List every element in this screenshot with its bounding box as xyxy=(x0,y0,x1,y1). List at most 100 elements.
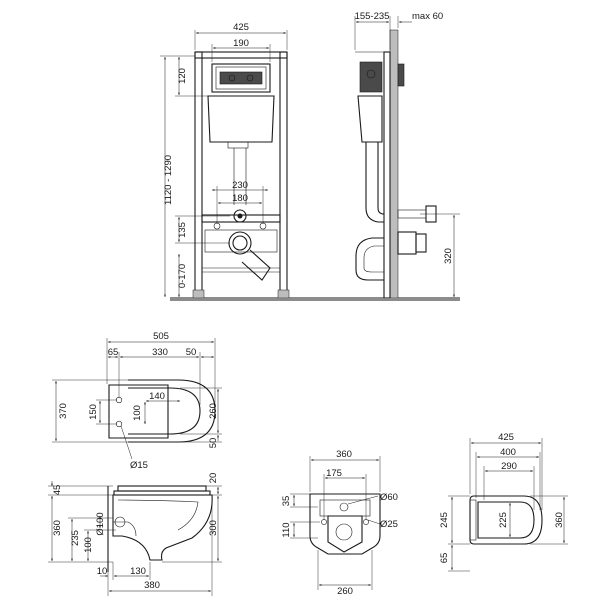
label-top-height: 120 xyxy=(177,68,188,84)
downpipe-side-a xyxy=(365,142,384,223)
label-frame-width: 425 xyxy=(233,22,249,33)
drain-opening xyxy=(114,516,126,528)
label-top-45: 45 xyxy=(52,485,63,496)
label-bolt-height: 35 xyxy=(281,496,292,507)
fixing-hole-bottom xyxy=(115,420,123,428)
drain-bracket xyxy=(204,229,278,253)
seat-hinge xyxy=(469,499,477,541)
frame-front-view: 425 190 120 1120 - 1290 135 0-170 230 18… xyxy=(160,22,460,301)
label-seat-height-left: 245 xyxy=(439,512,450,528)
label-seat-mid-width: 400 xyxy=(500,447,516,458)
label-outlet-height: 235 xyxy=(70,530,81,546)
label-rear-offset: 65 xyxy=(108,347,119,358)
drain-side xyxy=(113,521,137,537)
label-pipe-low: 100 xyxy=(83,537,94,553)
flush-mechanism xyxy=(219,71,263,85)
bowl-inner-side xyxy=(117,499,199,531)
label-front-margin: 50 xyxy=(186,347,197,358)
label-drain-height: 135 xyxy=(177,222,188,238)
label-inlet-diameter: Ø25 xyxy=(380,519,398,530)
wall-section xyxy=(389,29,399,299)
bowl-rear-drain xyxy=(335,523,353,541)
frame-top-rail xyxy=(194,51,288,59)
label-outlet-depth: 130 xyxy=(130,566,146,577)
seat-ring xyxy=(113,490,211,496)
label-seat-inner-width: 290 xyxy=(501,461,517,472)
flush-plate-inner xyxy=(215,66,267,90)
seat-top-view: 425 400 290 245 65 225 360 xyxy=(439,432,568,572)
cistern-outlet xyxy=(227,141,249,149)
leader-drain xyxy=(347,495,379,505)
bowl-rear-bolt-left xyxy=(321,519,327,525)
bowl-rear-block xyxy=(108,384,169,439)
seat-outer xyxy=(469,495,543,545)
drain-connector xyxy=(397,231,417,255)
foot-left xyxy=(192,289,205,299)
bowl-rear-outlet xyxy=(327,515,363,553)
leader-inlet xyxy=(367,519,381,525)
bowl-rear-outline xyxy=(309,493,381,555)
label-hole-spacing: 150 xyxy=(88,404,99,420)
foot-right xyxy=(277,289,290,299)
flush-housing-side xyxy=(359,61,383,93)
label-seat-height-right: 360 xyxy=(554,512,565,528)
bowl-rim xyxy=(128,379,216,443)
bowl-rear-view: 360 175 Ø60 Ø25 35 110 260 xyxy=(281,449,398,597)
bowl-inner-rim xyxy=(128,387,201,435)
label-rear-width-bottom: 260 xyxy=(337,586,353,597)
label-top-20: 20 xyxy=(208,473,219,484)
flush-button-left xyxy=(228,74,236,82)
fixing-hole-top xyxy=(115,396,123,404)
bowl-rear-top-panel xyxy=(319,499,371,517)
bowl-rear-inlet xyxy=(339,502,349,512)
label-side-length: 380 xyxy=(144,580,160,591)
flush-plate-side xyxy=(397,63,405,87)
label-hole-diameter: Ø15 xyxy=(130,460,148,471)
label-front-gap: 50 xyxy=(208,438,219,449)
label-depth-range: 155-235 xyxy=(355,11,390,22)
label-max-depth: max 60 xyxy=(412,11,443,22)
label-inner-length: 140 xyxy=(149,391,165,402)
cistern-side xyxy=(357,95,383,143)
leader-hole-diameter xyxy=(120,425,133,460)
drain-elbow-side xyxy=(355,237,384,281)
inlet-connector xyxy=(233,209,247,223)
drain-elbow-inner xyxy=(363,245,384,273)
seat-inner xyxy=(477,501,535,539)
label-pipe-diameter: Ø100 xyxy=(95,512,106,535)
label-bowl-width: 370 xyxy=(58,403,69,419)
label-rear-width-top: 360 xyxy=(336,449,352,460)
bowl-side-view: 45 360 235 100 Ø100 20 300 10 130 380 xyxy=(48,473,222,596)
drain-pipe-inner xyxy=(232,235,248,251)
frame-side-post xyxy=(383,51,391,299)
label-wall-gap: 10 xyxy=(97,566,108,577)
inlet-connector-core xyxy=(237,213,243,219)
frame-side-view: 155-235 max 60 320 xyxy=(355,11,460,299)
label-bowl-length: 505 xyxy=(153,331,169,342)
drain-elbow xyxy=(241,249,271,281)
label-seat-outer-width: 425 xyxy=(498,432,514,443)
bowl-body-side xyxy=(112,494,213,561)
cistern-body xyxy=(207,95,275,143)
label-hole-inner: 180 xyxy=(232,193,248,204)
label-drain-diameter: Ø60 xyxy=(380,492,398,503)
label-seat-width: 260 xyxy=(208,403,219,419)
flush-plate xyxy=(211,63,271,93)
label-hole-outer: 230 xyxy=(232,180,248,191)
label-hole-to-front: 330 xyxy=(152,347,168,358)
drain-cap xyxy=(415,233,427,253)
flush-knob xyxy=(366,69,376,79)
label-bolt-spacing: 175 xyxy=(326,468,342,479)
label-foot-range: 0-170 xyxy=(177,264,188,288)
label-plate-width: 190 xyxy=(233,38,249,49)
drain-pipe-outer xyxy=(228,231,252,255)
label-rim-height: 300 xyxy=(208,520,219,536)
label-height-range: 1120 - 1290 xyxy=(163,155,174,205)
bowl-top-view: 505 65 330 50 370 150 140 100 260 50 Ø15 xyxy=(52,331,222,471)
flush-button-right xyxy=(246,74,254,82)
label-inner-width: 100 xyxy=(132,405,143,421)
frame-right-post xyxy=(279,51,288,299)
downpipe-side-b xyxy=(377,142,385,215)
